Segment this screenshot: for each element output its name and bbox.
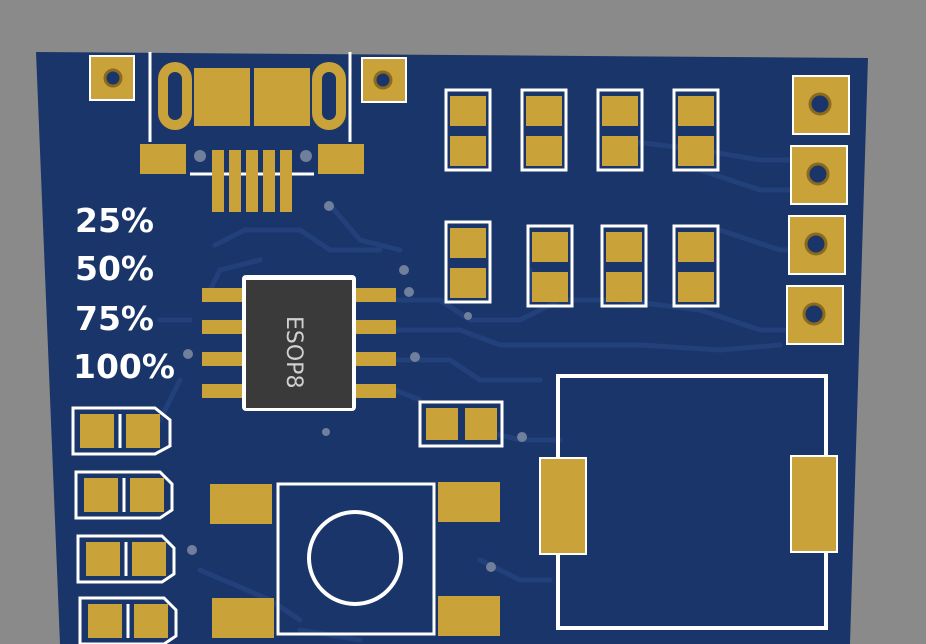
level-label-75: 75% [75,299,154,338]
level-label-50: 50% [75,249,154,288]
level-label-100: 100% [73,347,175,386]
tactile-button [210,482,500,638]
passive-array-top [444,88,720,172]
usb-connector [140,52,364,212]
mounting-pad-left [89,55,135,101]
esop8-chip: ESOP8 [202,275,396,411]
header-pins [786,75,850,345]
passive-array-middle [444,220,720,308]
mounting-pad-right [361,57,407,103]
small-capacitor [418,400,504,448]
led-indicators [71,406,178,644]
vias [183,201,527,572]
chip-label: ESOP8 [281,316,306,388]
level-label-25: 25% [75,201,154,240]
inductor [539,374,838,630]
